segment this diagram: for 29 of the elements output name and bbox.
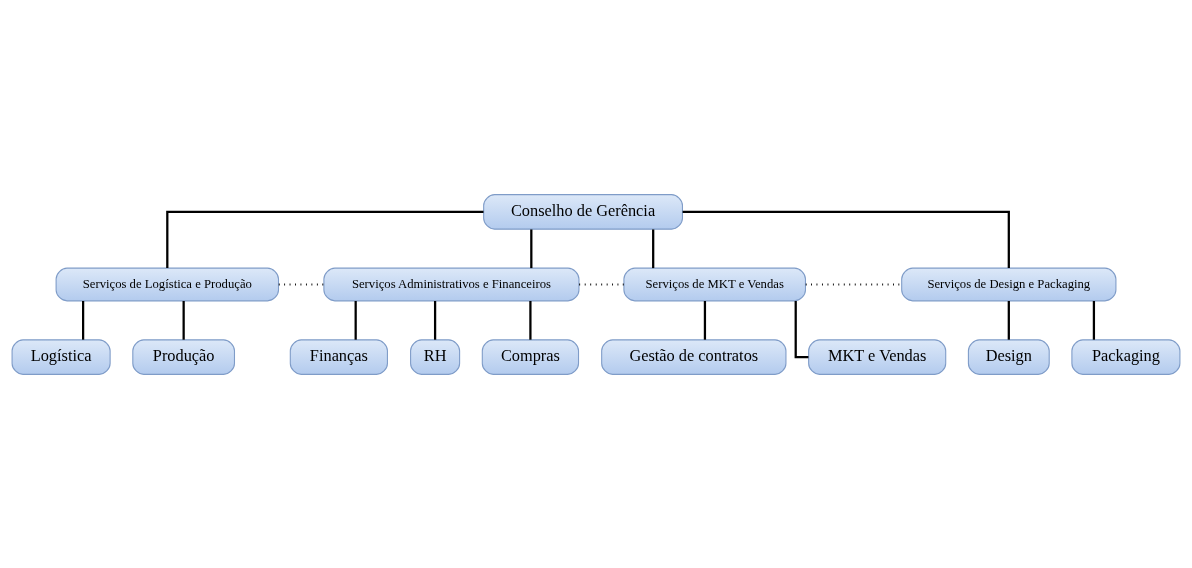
connector	[578, 283, 625, 285]
connector	[1092, 300, 1096, 340]
node-box: Serviços de Logística e Produção	[55, 267, 280, 301]
connector	[166, 210, 484, 268]
connector	[433, 300, 437, 340]
node-box: Produção	[132, 338, 236, 375]
node-box: Gestão de contratos	[601, 338, 787, 375]
node-box: Serviços Administrativos e Financeiros	[323, 267, 580, 301]
connector	[81, 300, 85, 340]
connector	[529, 300, 532, 340]
node-box: Serviços de MKT e Vendas	[623, 267, 806, 301]
connector	[1007, 300, 1010, 340]
connector	[703, 300, 707, 340]
connector	[182, 300, 185, 340]
node-box: Finanças	[289, 338, 388, 375]
node-box: Packaging	[1071, 338, 1181, 375]
node-box: Conselho de Gerência	[483, 193, 683, 230]
connector	[277, 283, 325, 285]
node-box: Logística	[11, 338, 111, 375]
connector	[530, 228, 533, 268]
node-box: Design	[967, 338, 1050, 375]
connector	[652, 228, 655, 268]
node-box: Serviços de Design e Packaging	[901, 267, 1117, 301]
connector	[354, 300, 357, 340]
node-box: MKT e Vendas	[808, 338, 947, 375]
node-box: Compras	[481, 338, 580, 375]
node-box: RH	[410, 338, 461, 375]
connector	[794, 300, 809, 358]
connector	[682, 210, 1010, 268]
